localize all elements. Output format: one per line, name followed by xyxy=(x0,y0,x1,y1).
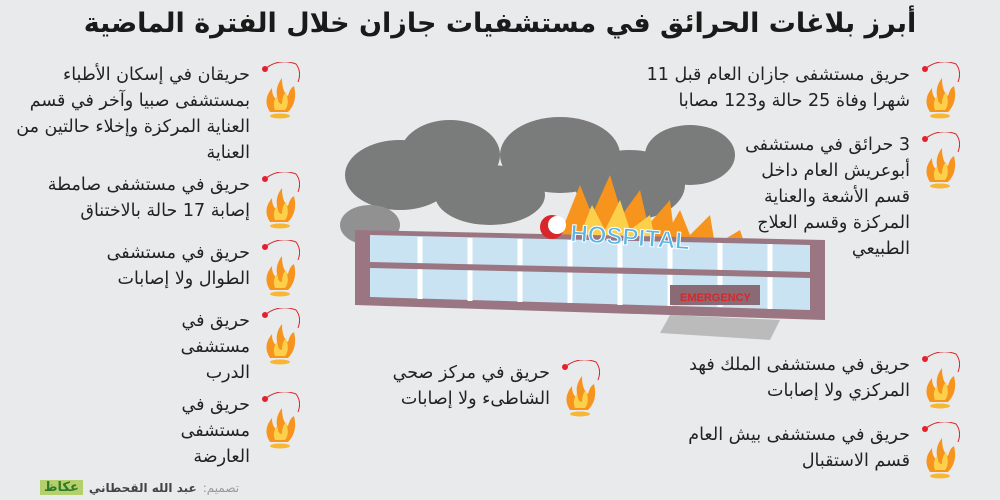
okaz-logo: عكاظ xyxy=(40,480,83,495)
list-item: حريق في مستشفى الملك فهد المركزي ولا إصا… xyxy=(670,352,960,414)
right-column-bottom: حريق في مستشفى الملك فهد المركزي ولا إصا… xyxy=(670,352,960,484)
list-item: 3 حرائق في مستشفى أبوعريش العام داخل قسم… xyxy=(610,132,960,262)
list-item: حريق في مستشفى بيش العام قسم الاستقبال xyxy=(670,422,960,484)
list-item: حريق في مركز صحي الشاطىء ولا إصابات xyxy=(370,360,600,422)
list-item: حريق في مستشفى الدرب xyxy=(15,308,300,386)
flame-icon xyxy=(260,308,300,370)
flame-icon xyxy=(260,172,300,234)
flame-icon xyxy=(920,352,960,414)
credit: تصميم: عبد الله القحطاني عكاظ xyxy=(40,480,239,495)
list-item: حريق في مستشفى العارضة xyxy=(15,392,300,470)
list-item: حريقان في إسكان الأطباء بمستشفى صبيا وآخ… xyxy=(15,62,300,166)
left-column: حريقان في إسكان الأطباء بمستشفى صبيا وآخ… xyxy=(15,62,300,470)
flame-icon xyxy=(560,360,600,422)
right-column-top: حريق مستشفى جازان العام قبل 11 شهرا وفاة… xyxy=(610,62,960,262)
flame-icon xyxy=(260,240,300,302)
flame-icon xyxy=(920,132,960,194)
page-title: أبرز بلاغات الحرائق في مستشفيات جازان خل… xyxy=(83,8,917,39)
list-item: حريق في مستشفى صامطة إصابة 17 حالة بالاخ… xyxy=(15,172,300,234)
flame-icon xyxy=(260,62,300,124)
middle-column: حريق في مركز صحي الشاطىء ولا إصابات xyxy=(370,360,600,422)
emergency-sign: EMERGENCY xyxy=(680,292,752,304)
list-item: حريق مستشفى جازان العام قبل 11 شهرا وفاة… xyxy=(610,62,960,124)
burning-hospital-illustration: EMERGENCY HOSPITAL xyxy=(340,117,825,340)
flame-icon xyxy=(920,422,960,484)
list-item: حريق في مستشفى الطوال ولا إصابات xyxy=(15,240,300,302)
flame-icon xyxy=(920,62,960,124)
flame-icon xyxy=(260,392,300,454)
